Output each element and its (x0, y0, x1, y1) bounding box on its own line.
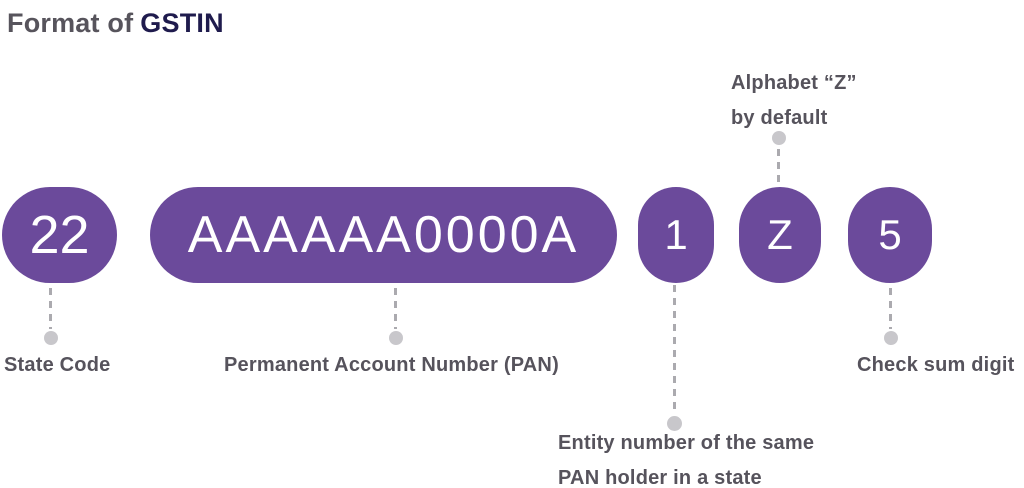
label-state-code: State Code (4, 354, 111, 376)
connector-line-check-sum (889, 288, 892, 329)
pill-check-sum: 5 (848, 187, 932, 283)
label-pan: Permanent Account Number (PAN) (224, 354, 559, 376)
label-default-alphabet-line2: by default (731, 107, 828, 129)
connector-dot-default-alphabet (772, 131, 786, 145)
pill-pan: AAAAAA0000A (150, 187, 617, 283)
connector-line-default-alphabet (777, 149, 780, 187)
label-default-alphabet: Alphabet “Z” by default (731, 66, 857, 136)
label-check-sum: Check sum digit (857, 354, 1015, 376)
connector-line-entity-number (673, 285, 676, 413)
label-entity-number: Entity number of the same PAN holder in … (558, 426, 814, 488)
pill-pan-value: AAAAAA0000A (187, 206, 580, 264)
connector-dot-entity-number (667, 416, 682, 431)
page-title-prefix: Format of (7, 8, 134, 38)
pill-default-alphabet: Z (739, 187, 821, 283)
label-entity-number-line1: Entity number of the same (558, 432, 815, 454)
label-default-alphabet-line1: Alphabet “Z” (731, 72, 857, 94)
pill-entity-number: 1 (638, 187, 714, 283)
label-entity-number-line2: PAN holder in a state (558, 467, 762, 488)
connector-dot-pan (389, 331, 403, 345)
connector-dot-check-sum (884, 331, 898, 345)
page-title-highlight: GSTIN (140, 8, 224, 38)
pill-entity-number-value: 1 (664, 211, 688, 258)
pill-check-sum-value: 5 (878, 211, 902, 258)
pill-state-code-value: 22 (29, 205, 90, 265)
pill-default-alphabet-value: Z (767, 211, 793, 258)
connector-line-state-code (49, 288, 52, 329)
connector-dot-state-code (44, 331, 58, 345)
pill-state-code: 22 (2, 187, 117, 283)
connector-line-pan (394, 288, 397, 329)
